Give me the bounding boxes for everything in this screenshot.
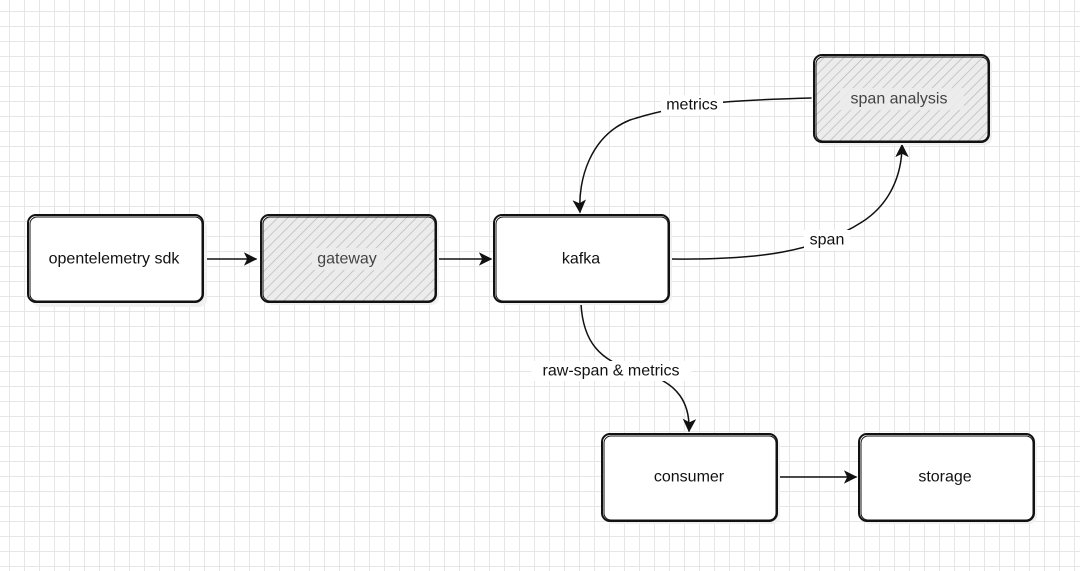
node-label-consumer: consumer (654, 469, 725, 486)
span-analysis-label-bg (840, 88, 964, 110)
edge-labels-group: metrics span raw-span & metrics (531, 95, 850, 381)
node-label-kafka: kafka (562, 251, 600, 268)
node-box-frame (858, 433, 1035, 522)
node-label-opentelemetry-sdk: opentelemetry sdk (49, 251, 181, 268)
span-label-bg (804, 230, 850, 250)
node-kafka[interactable]: kafka (493, 214, 672, 305)
edge-kafka-to-span-analysis (669, 143, 909, 260)
node-box-frame (27, 214, 204, 303)
metrics-label-bg (661, 95, 723, 115)
node-span-analysis[interactable]: span analysis (813, 54, 992, 145)
node-box-sketch (495, 216, 669, 302)
node-label-storage: storage (918, 469, 971, 486)
node-label-span-analysis: span analysis (851, 91, 948, 108)
node-box-sketch (262, 216, 436, 302)
node-box-sketch (603, 435, 777, 521)
raw-label-bg (531, 361, 691, 381)
node-box-frame (601, 433, 778, 522)
edge-label-span: span (810, 232, 845, 249)
node-box-sketch (860, 435, 1034, 521)
edge-label-metrics: metrics (666, 97, 718, 114)
node-label-gateway: gateway (317, 251, 377, 268)
node-consumer[interactable]: consumer (601, 433, 780, 524)
edge-label-raw-span-metrics: raw-span & metrics (543, 363, 680, 380)
node-gateway[interactable]: gateway (260, 214, 439, 305)
node-box-frame (493, 214, 670, 303)
node-box-sketch (815, 56, 989, 142)
node-opentelemetry-sdk[interactable]: opentelemetry sdk (27, 214, 207, 307)
node-storage[interactable]: storage (858, 433, 1037, 524)
gateway-label-bg (312, 248, 384, 270)
node-box-sketch (29, 216, 203, 302)
edge-span-analysis-to-kafka (572, 97, 812, 214)
